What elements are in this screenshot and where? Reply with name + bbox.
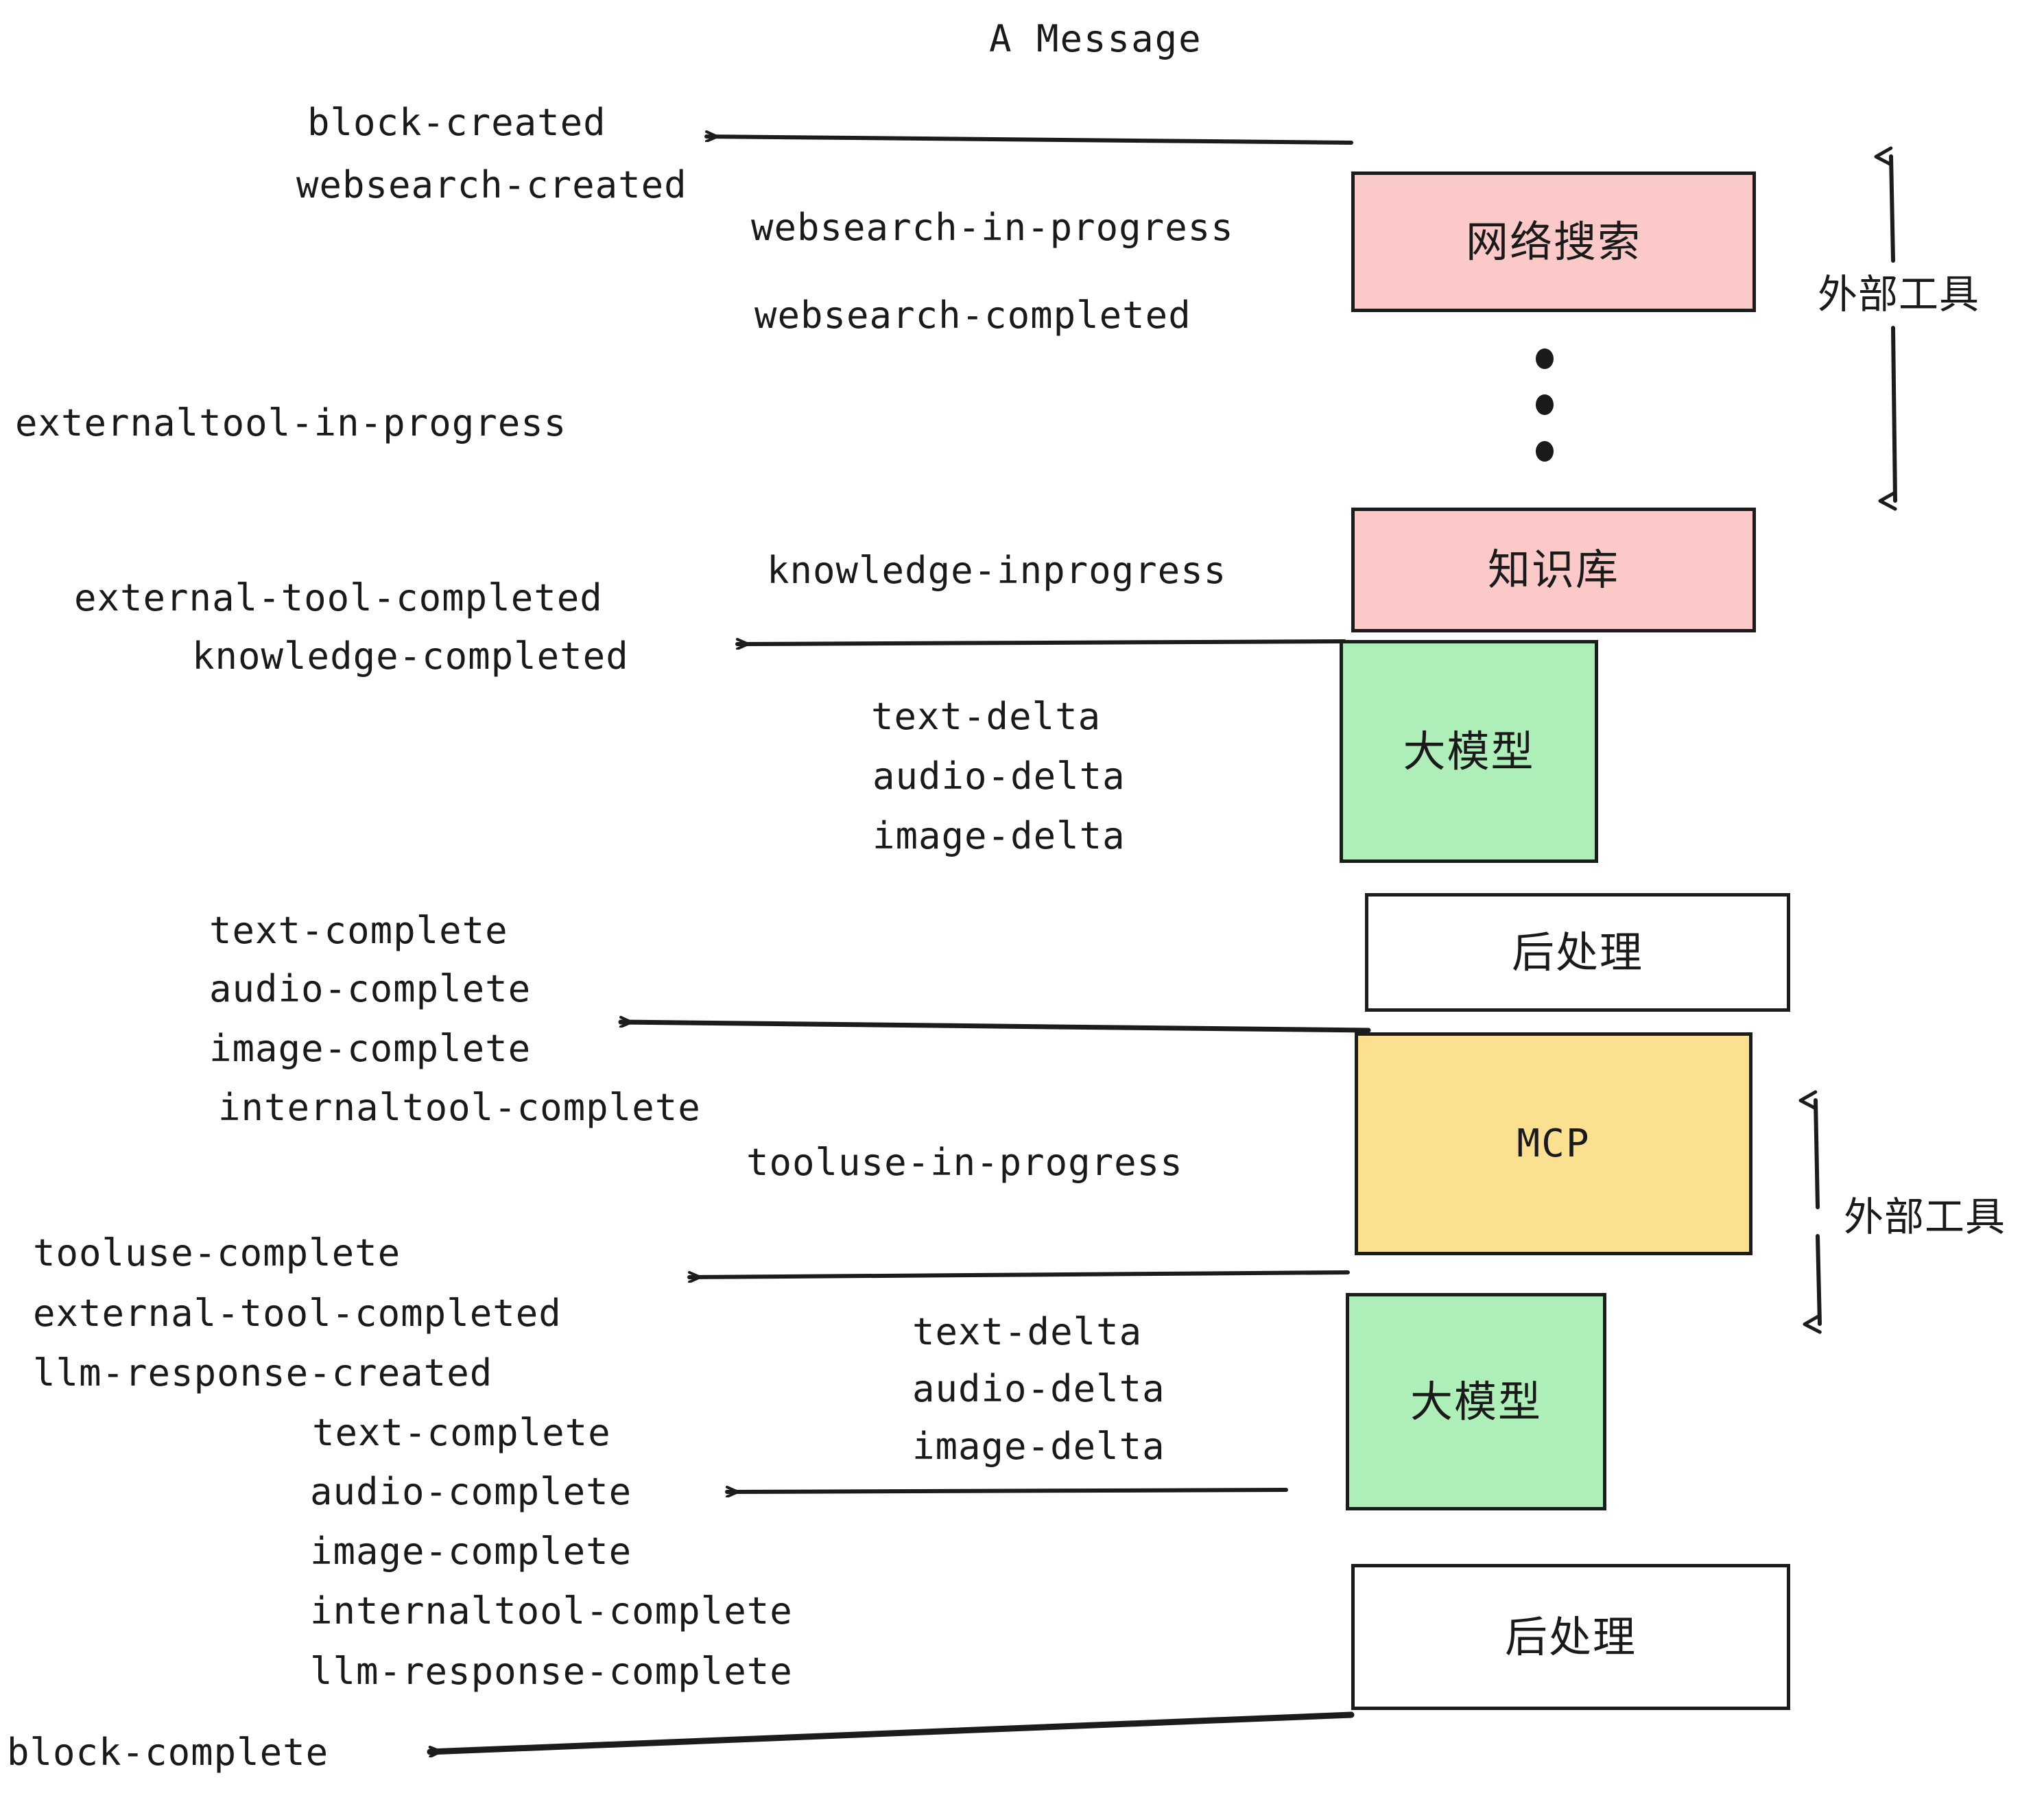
box-websearch-label: 网络搜索 bbox=[1465, 216, 1641, 267]
event-internaltool-complete-2: internaltool-complete bbox=[310, 1589, 793, 1633]
event-websearch-created: websearch-created bbox=[296, 163, 687, 206]
side-label-external-tools-top: 外部工具 bbox=[1818, 271, 1980, 318]
event-llm-response-created: llm-response-created bbox=[33, 1351, 493, 1394]
box-knowledge-label: 知识库 bbox=[1487, 545, 1619, 595]
ellipsis-dot-2 bbox=[1536, 394, 1554, 415]
event-text-delta-2: text-delta bbox=[912, 1310, 1143, 1353]
event-audio-complete-2: audio-complete bbox=[310, 1470, 632, 1513]
box-llm-top-label: 大模型 bbox=[1403, 726, 1535, 776]
box-postprocess-top[interactable]: 后处理 bbox=[1365, 893, 1790, 1012]
event-websearch-in-progress: websearch-in-progress bbox=[751, 206, 1234, 249]
side-label-external-tools-bottom: 外部工具 bbox=[1844, 1194, 2006, 1240]
external-tools-span-top bbox=[1874, 146, 1897, 511]
box-llm-top[interactable]: 大模型 bbox=[1340, 640, 1598, 863]
event-external-tool-completed-2: external-tool-completed bbox=[33, 1292, 562, 1335]
box-mcp-label: MCP bbox=[1517, 1121, 1591, 1166]
event-audio-delta-2: audio-delta bbox=[912, 1367, 1165, 1410]
box-knowledge[interactable]: 知识库 bbox=[1351, 508, 1756, 632]
event-block-created: block-created bbox=[307, 101, 606, 144]
event-image-delta-2: image-delta bbox=[912, 1425, 1165, 1468]
arrow-knowledge-to-completed bbox=[735, 641, 1346, 644]
event-internaltool-complete-1: internaltool-complete bbox=[218, 1086, 701, 1129]
external-tools-span-bottom bbox=[1798, 1090, 1822, 1334]
box-llm-bottom[interactable]: 大模型 bbox=[1346, 1293, 1606, 1510]
event-knowledge-completed: knowledge-completed bbox=[192, 634, 629, 678]
box-postprocess-top-label: 后处理 bbox=[1511, 927, 1643, 977]
event-websearch-completed: websearch-completed bbox=[754, 294, 1191, 337]
box-websearch[interactable]: 网络搜索 bbox=[1351, 171, 1756, 312]
event-externaltool-in-progress: externaltool-in-progress bbox=[15, 401, 567, 444]
event-knowledge-inprogress: knowledge-inprogress bbox=[767, 549, 1227, 592]
event-llm-response-complete: llm-response-complete bbox=[310, 1650, 793, 1693]
event-block-complete: block-complete bbox=[7, 1731, 329, 1774]
ellipsis-dot-3 bbox=[1536, 441, 1554, 462]
event-external-tool-completed-1: external-tool-completed bbox=[74, 576, 603, 619]
box-postprocess-bottom-label: 后处理 bbox=[1504, 1611, 1637, 1662]
event-text-complete-1: text-complete bbox=[209, 909, 508, 952]
arrow-postprocess-to-image-complete bbox=[618, 1022, 1371, 1033]
event-image-complete-2: image-complete bbox=[310, 1530, 632, 1573]
box-postprocess-bottom[interactable]: 后处理 bbox=[1351, 1564, 1790, 1710]
event-tooluse-in-progress: tooluse-in-progress bbox=[746, 1141, 1183, 1184]
ellipsis-dot-1 bbox=[1536, 348, 1554, 369]
event-audio-delta-1: audio-delta bbox=[872, 755, 1126, 798]
arrow-mcp-to-tooluse-complete bbox=[687, 1270, 1350, 1277]
box-llm-bottom-label: 大模型 bbox=[1410, 1376, 1542, 1427]
event-text-complete-2: text-complete bbox=[312, 1411, 611, 1454]
arrow-postprocess-to-block-complete bbox=[427, 1711, 1355, 1752]
arrow-llm-to-audio-complete bbox=[725, 1490, 1288, 1492]
event-tooluse-complete: tooluse-complete bbox=[33, 1231, 401, 1274]
arrow-websearch-to-created bbox=[704, 137, 1353, 145]
event-audio-complete-1: audio-complete bbox=[209, 967, 532, 1010]
diagram-title: A Message bbox=[989, 17, 1202, 60]
box-mcp[interactable]: MCP bbox=[1355, 1032, 1752, 1255]
event-image-delta-1: image-delta bbox=[872, 814, 1126, 857]
event-image-complete-1: image-complete bbox=[209, 1027, 532, 1070]
event-text-delta-1: text-delta bbox=[871, 695, 1102, 738]
